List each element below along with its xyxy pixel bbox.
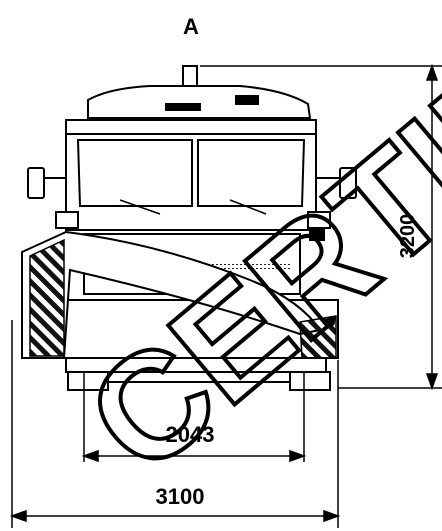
height-dimension [200,63,442,391]
inner-width-value: 2043 [166,422,215,447]
view-label: A [183,14,199,39]
height-value: 3200 [397,214,419,259]
snow-plough [21,230,337,359]
inner-width-dimension [81,372,307,463]
roof-beacon [182,65,198,89]
outer-width-dimension [9,320,341,528]
outer-width-value: 3100 [156,484,205,509]
